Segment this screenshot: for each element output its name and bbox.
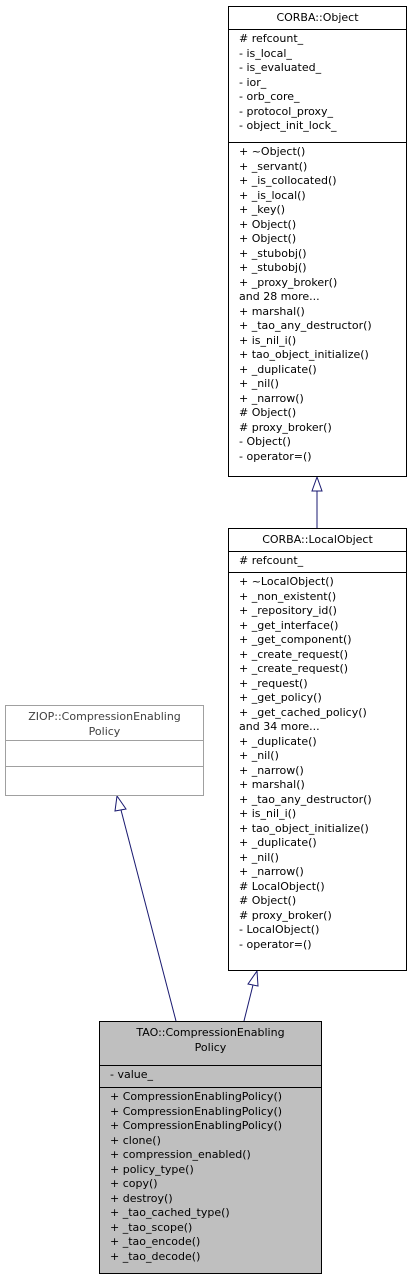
attributes-section: # refcount_ (229, 551, 406, 572)
method-item: + _request() (239, 676, 308, 690)
attribute-item: - ior_ (239, 75, 267, 89)
method-item: + clone() (110, 1133, 161, 1147)
method-item: + _nil() (239, 377, 279, 390)
method-item: + _is_collocated() (239, 174, 337, 187)
class-title-line: ZIOP::CompressionEnabling (28, 710, 181, 723)
method-item: + ~Object() (239, 145, 306, 158)
method-item: + _duplicate() (239, 734, 317, 748)
attributes-section (6, 740, 203, 766)
method-item: + _tao_encode() (110, 1235, 201, 1248)
method-item: + _narrow() (239, 865, 304, 878)
arrowhead-object (311, 475, 323, 492)
method-item: + _create_request() (239, 662, 349, 675)
attribute-item: - is_evaluated_ (239, 61, 322, 74)
method-item: + _narrow() (239, 763, 304, 777)
method-item: + Object() (239, 232, 297, 245)
method-item: - operator=() (239, 449, 312, 463)
methods-section: + CompressionEnablingPolicy()+ Compressi… (100, 1087, 321, 1267)
attribute-item: - is_local_ (239, 46, 292, 60)
method-item: + _tao_cached_type() (110, 1206, 230, 1219)
method-item: + marshal() (239, 778, 305, 791)
methods-section: + ~Object()+ _servant()+ _is_collocated(… (229, 142, 406, 467)
method-item: + _nil() (239, 749, 279, 762)
method-item: + is_nil_i() (239, 333, 297, 347)
method-item: + _narrow() (239, 391, 304, 405)
class-corba-localobject[interactable]: CORBA::LocalObject # refcount_ + ~LocalO… (228, 528, 407, 971)
class-title: CORBA::LocalObject (262, 533, 373, 546)
method-item: + _get_policy() (239, 691, 322, 704)
method-item: + _duplicate() (239, 362, 317, 376)
edge-tao-to-localobject (243, 984, 254, 1022)
method-item: - operator=() (239, 937, 312, 951)
method-item: + _nil() (239, 850, 279, 864)
attributes-section: # refcount_- is_local_- is_evaluated_- i… (229, 29, 406, 142)
method-item: + compression_enabled() (110, 1148, 251, 1161)
class-corba-object[interactable]: CORBA::Object # refcount_- is_local_- is… (228, 6, 407, 477)
method-item: - LocalObject() (239, 923, 320, 936)
method-item: # proxy_broker() (239, 420, 332, 434)
attribute-item: - orb_core_ (239, 90, 300, 103)
attribute-item: # refcount_ (239, 32, 304, 45)
method-item: and 34 more... (239, 720, 320, 733)
method-item: + ~LocalObject() (239, 575, 334, 588)
class-title: TAO::CompressionEnabling Policy (100, 1022, 321, 1065)
edge-tao-to-ziop (120, 809, 177, 1022)
attribute-item: # refcount_ (239, 554, 304, 567)
method-item: # Object() (239, 894, 297, 907)
method-item: + _is_local() (239, 188, 306, 202)
attributes-section: - value_ (100, 1065, 321, 1087)
method-item: + marshal() (239, 304, 305, 318)
method-item: + _key() (239, 203, 286, 216)
method-item: and 28 more... (239, 290, 320, 303)
method-item: + _repository_id() (239, 604, 337, 617)
attribute-item: - protocol_proxy_ (239, 104, 334, 118)
methods-section (6, 766, 203, 792)
class-title-line: Policy (194, 1041, 227, 1054)
methods-section: + ~LocalObject()+ _non_existent()+ _repo… (229, 572, 406, 955)
method-item: + copy() (110, 1177, 158, 1190)
method-item: + _non_existent() (239, 589, 337, 603)
method-item: + _get_cached_policy() (239, 705, 367, 719)
method-item: + policy_type() (110, 1162, 194, 1176)
class-ziop-compression-enabling-policy[interactable]: ZIOP::CompressionEnabling Policy (5, 705, 204, 796)
method-item: # proxy_broker() (239, 908, 332, 922)
method-item: + _stubobj() (239, 246, 307, 260)
class-title-line: Policy (88, 725, 121, 738)
method-item: + Object() (239, 217, 297, 231)
method-item: # LocalObject() (239, 879, 325, 893)
method-item: + _tao_decode() (110, 1249, 201, 1263)
class-title: CORBA::Object (276, 11, 359, 24)
class-tao-compression-enabling-policy[interactable]: TAO::CompressionEnabling Policy - value_… (99, 1021, 322, 1274)
method-item: + _tao_any_destructor() (239, 319, 372, 332)
method-item: + _proxy_broker() (239, 275, 338, 289)
method-item: + is_nil_i() (239, 807, 297, 820)
class-title: ZIOP::CompressionEnabling Policy (6, 706, 203, 740)
method-item: + CompressionEnablingPolicy() (110, 1104, 283, 1118)
arrowhead-localobject (247, 969, 259, 987)
method-item: + _get_component() (239, 633, 352, 646)
method-item: + _tao_any_destructor() (239, 792, 372, 806)
method-item: + tao_object_initialize() (239, 348, 369, 361)
method-item: + destroy() (110, 1191, 173, 1205)
method-item: # Object() (239, 406, 297, 419)
method-item: + _get_interface() (239, 618, 339, 632)
attribute-item: - value_ (110, 1068, 154, 1081)
method-item: - Object() (239, 435, 291, 448)
attribute-item: - object_init_lock_ (239, 119, 337, 132)
method-item: + CompressionEnablingPolicy() (110, 1119, 283, 1132)
method-item: + _duplicate() (239, 836, 317, 849)
class-title-line: TAO::CompressionEnabling (136, 1026, 285, 1039)
arrowhead-ziop (114, 794, 127, 812)
method-item: + _tao_scope() (110, 1220, 193, 1234)
method-item: + _stubobj() (239, 261, 307, 274)
method-item: + tao_object_initialize() (239, 821, 369, 835)
method-item: + _create_request() (239, 647, 349, 661)
method-item: + CompressionEnablingPolicy() (110, 1090, 283, 1103)
method-item: + _servant() (239, 159, 308, 173)
